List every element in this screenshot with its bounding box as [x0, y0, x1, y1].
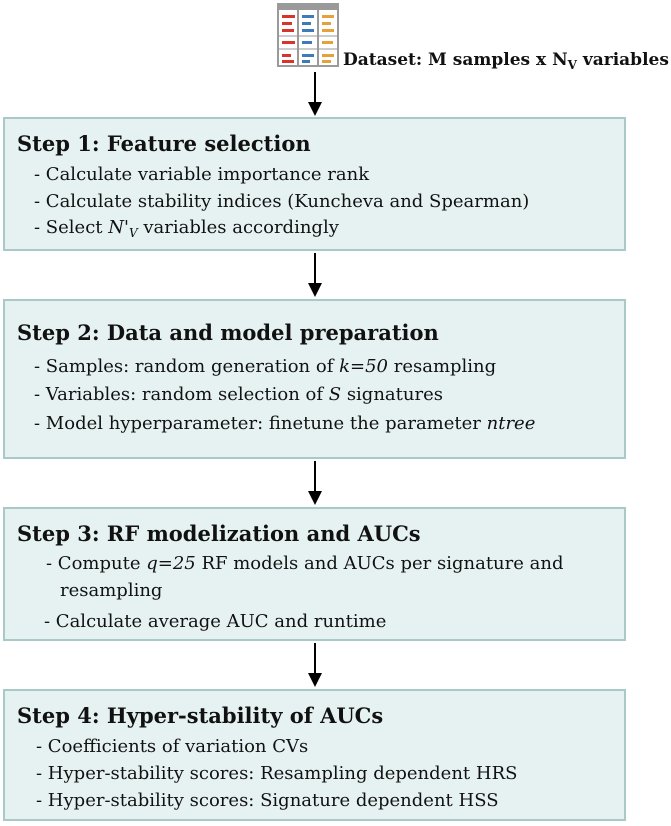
step-4-item-3: - Hyper-stability scores: Signature depe… — [36, 790, 499, 811]
step-3-box — [3, 507, 626, 641]
step-3-item-3: - Calculate average AUC and runtime — [44, 611, 387, 632]
step-3-title: Step 3: RF modelization and AUCs — [17, 521, 421, 546]
step-1-box — [3, 117, 626, 251]
step-2-item-2: - Variables: random selection of S signa… — [34, 384, 443, 405]
arrow-head — [308, 673, 322, 687]
step-4-title: Step 4: Hyper-stability of AUCs — [17, 703, 384, 728]
step-3-item-1: - Compute q=25 RF models and AUCs per si… — [46, 553, 564, 574]
step-1-item-3: - Select N'V variables accordingly — [34, 217, 339, 240]
step-2-item-1: - Samples: random generation of k=50 res… — [34, 356, 497, 377]
step-4-box — [3, 689, 626, 821]
arrow-step-1-to-step-2 — [314, 253, 316, 285]
arrow-dataset-to-step-1 — [314, 72, 316, 104]
step-3-item-2: resampling — [60, 580, 163, 601]
arrow-step-3-to-step-4 — [314, 643, 316, 675]
step-1-item-2: - Calculate stability indices (Kuncheva … — [34, 191, 530, 212]
arrow-head — [308, 102, 322, 116]
step-2-item-3: - Model hyperparameter: finetune the par… — [34, 413, 536, 434]
dataset-label: Dataset: M samples x NV variables — [343, 50, 669, 72]
arrow-step-2-to-step-3 — [314, 461, 316, 493]
step-1-title: Step 1: Feature selection — [17, 131, 311, 156]
arrow-head — [308, 283, 322, 297]
step-2-title: Step 2: Data and model preparation — [17, 320, 439, 345]
step-2-box — [3, 299, 626, 459]
step-4-item-1: - Coefficients of variation CVs — [36, 736, 309, 757]
data-table-icon — [277, 3, 339, 67]
step-4-item-2: - Hyper-stability scores: Resampling dep… — [36, 763, 518, 784]
arrow-head — [308, 491, 322, 505]
step-1-item-1: - Calculate variable importance rank — [34, 164, 370, 185]
